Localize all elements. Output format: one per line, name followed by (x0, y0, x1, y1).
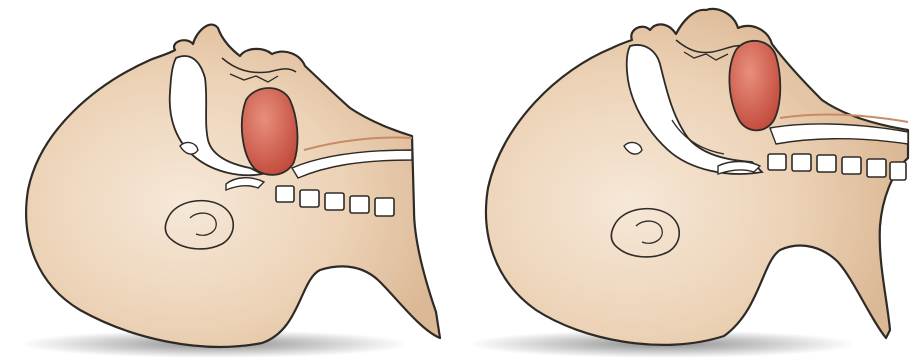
tongue (729, 41, 780, 131)
head-silhouette (486, 9, 908, 345)
panel-head-neutral (0, 0, 462, 363)
vertebra (867, 159, 886, 177)
vertebra (890, 162, 906, 180)
vertebra (350, 196, 369, 213)
vertebra (768, 154, 786, 170)
vertebra (375, 198, 394, 216)
head-tilted-illustration (462, 0, 924, 363)
vertebra (842, 157, 861, 174)
vertebra (300, 190, 319, 207)
tongue (242, 88, 298, 175)
vertebra (792, 154, 811, 171)
head-neutral-illustration (0, 0, 462, 363)
vertebra (325, 193, 344, 210)
vertebra (276, 186, 294, 202)
vertebra (817, 155, 836, 172)
panel-head-tilted (462, 0, 924, 363)
